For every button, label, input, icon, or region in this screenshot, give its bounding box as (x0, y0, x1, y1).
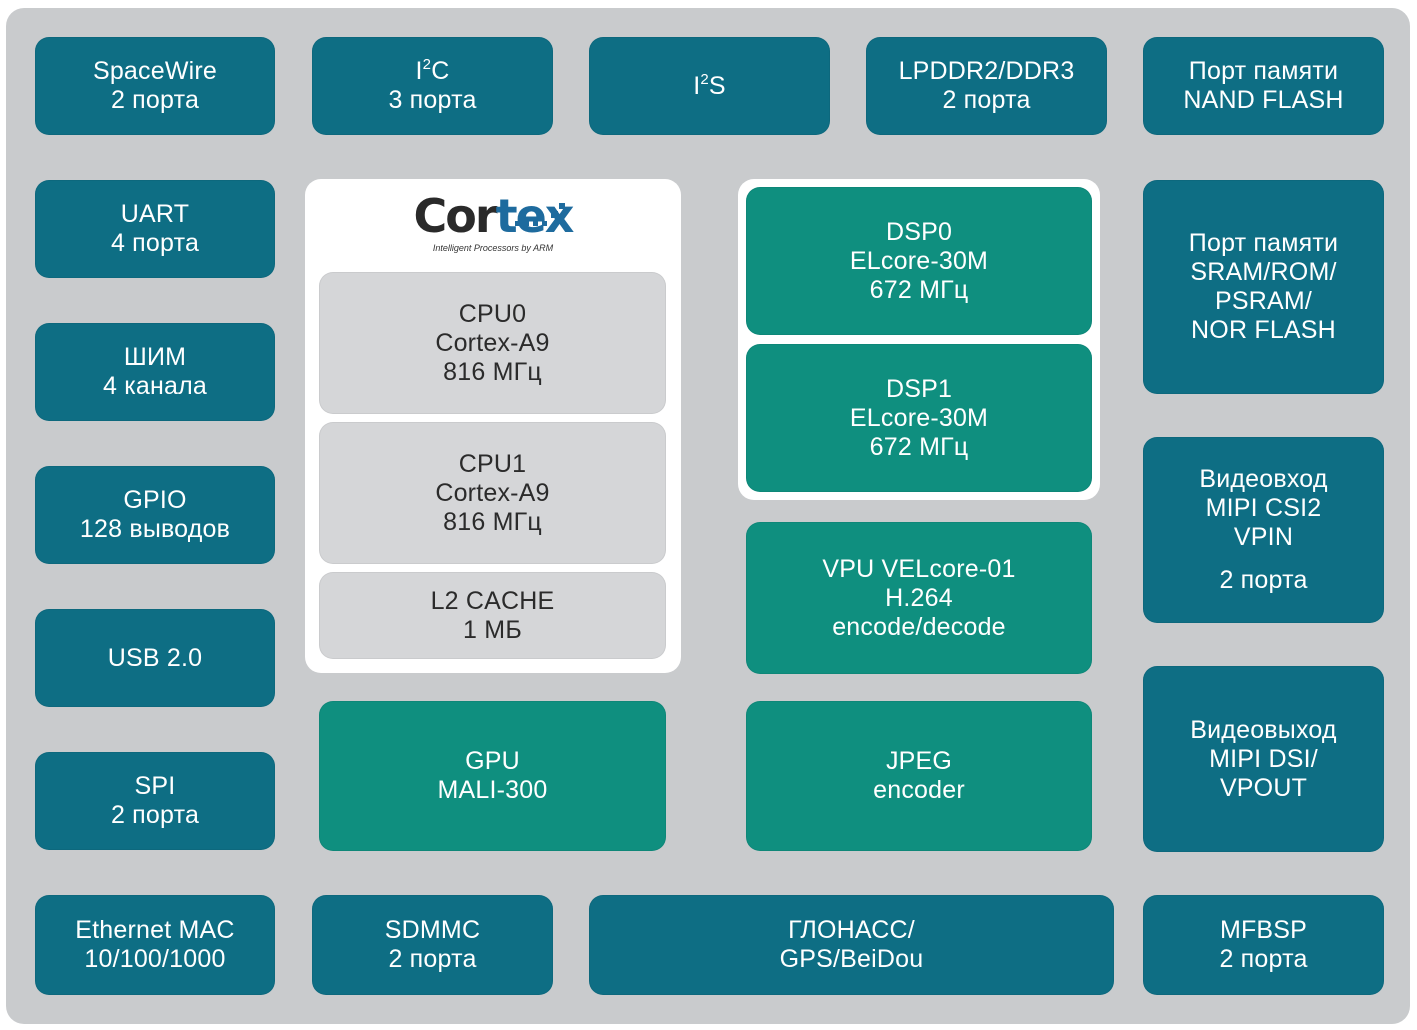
video-out-port: VPOUT (1219, 773, 1308, 802)
dsp1-frequency: 672 МГц (869, 432, 969, 461)
l2-cache-block: L2 CACHE 1 МБ (319, 572, 666, 659)
dsp0-block: DSP0 ELcore-30M 672 МГц (746, 187, 1092, 335)
gpio-block: GPIO 128 выводов (35, 466, 275, 564)
cpu0-title: CPU0 (458, 299, 527, 328)
vpu-codec: H.264 (885, 583, 953, 612)
usb-block: USB 2.0 (35, 609, 275, 707)
dsp-cluster: DSP0 ELcore-30M 672 МГц DSP1 ELcore-30M … (738, 179, 1100, 500)
cpu0-core: Cortex-A9 (435, 328, 550, 357)
uart-ports: 4 порта (110, 229, 200, 257)
dsp1-title: DSP1 (885, 374, 953, 403)
pwm-block: ШИМ 4 канала (35, 323, 275, 421)
cortex-logo-subtitle: Intelligent Processors by ARM (432, 243, 554, 253)
dsp1-core: ELcore-30M (849, 403, 989, 432)
nand-port-block: Порт памяти NAND FLASH (1143, 37, 1384, 135)
mfbsp-ports: 2 порта (1219, 945, 1308, 973)
l2-cache-title: L2 CACHE (430, 586, 555, 615)
gpu-model: MALI-300 (437, 776, 548, 804)
vpu-block: VPU VELcore-01 H.264 encode/decode (746, 522, 1092, 674)
video-out-interface: MIPI DSI/ (1209, 744, 1318, 773)
spacewire-title: SpaceWire (92, 57, 218, 85)
sram-port-type-1: SRAM/ROM/ (1190, 258, 1337, 286)
pwm-channels: 4 канала (102, 372, 208, 400)
dsp1-block: DSP1 ELcore-30M 672 МГц (746, 344, 1092, 492)
video-in-interface: MIPI CSI2 (1205, 494, 1322, 522)
gpio-title: GPIO (123, 486, 187, 514)
lpddr-ports: 2 порта (942, 86, 1031, 114)
i2s-title: I2S (693, 72, 726, 101)
dsp0-title: DSP0 (885, 217, 953, 246)
uart-block: UART 4 порта (35, 180, 275, 278)
gpu-title: GPU (465, 747, 520, 775)
gpio-pins: 128 выводов (79, 515, 231, 543)
lpddr-block: LPDDR2/DDR3 2 порта (866, 37, 1107, 135)
sram-port-title: Порт памяти (1188, 229, 1339, 257)
video-out-block: Видеовыход MIPI DSI/ VPOUT (1143, 666, 1384, 852)
cpu1-frequency: 816 МГц (443, 507, 542, 536)
pwm-title: ШИМ (123, 343, 187, 371)
nand-port-type: NAND FLASH (1183, 86, 1344, 114)
cpu0-frequency: 816 МГц (443, 357, 542, 386)
i2c-block: I2C 3 порта (312, 37, 553, 135)
spi-ports: 2 порта (110, 801, 200, 829)
usb-title: USB 2.0 (107, 643, 203, 672)
ethernet-title: Ethernet MAC (75, 916, 235, 944)
i2s-base: I (693, 71, 701, 100)
soc-board: SpaceWire 2 порта UART 4 порта ШИМ 4 кан… (6, 8, 1410, 1024)
cpu1-block: CPU1 Cortex-A9 816 МГц (319, 422, 666, 564)
sdmmc-ports: 2 порта (388, 945, 477, 973)
i2c-rest: C (431, 57, 450, 85)
cpu1-core: Cortex-A9 (435, 478, 550, 507)
cortex-cluster: Cortex Intelligent Processors by ARM CPU… (305, 179, 681, 673)
i2s-block: I2S (589, 37, 830, 135)
jpeg-title: JPEG (885, 747, 953, 775)
video-in-port: VPIN (1233, 523, 1294, 551)
vpu-title: VPU VELcore-01 (822, 554, 1016, 583)
glonass-block: ГЛОНАСС/ GPS/BeiDou (589, 895, 1114, 995)
mfbsp-block: MFBSP 2 порта (1143, 895, 1384, 995)
i2s-rest: S (708, 71, 726, 100)
dsp0-frequency: 672 МГц (869, 275, 969, 304)
sram-port-type-2: PSRAM/ (1214, 287, 1313, 315)
cpu0-block: CPU0 Cortex-A9 816 МГц (319, 272, 666, 414)
dsp0-core: ELcore-30M (849, 246, 989, 275)
nand-port-title: Порт памяти (1188, 57, 1339, 85)
i2c-superscript: 2 (422, 56, 432, 73)
jpeg-block: JPEG encoder (746, 701, 1092, 851)
ethernet-speeds: 10/100/1000 (84, 945, 226, 973)
sdmmc-block: SDMMC 2 порта (312, 895, 553, 995)
cpu1-title: CPU1 (458, 449, 527, 478)
i2c-ports: 3 порта (388, 86, 477, 114)
cortex-logo-wordmark: Cortex (305, 191, 681, 241)
spi-title: SPI (134, 772, 176, 800)
spacewire-block: SpaceWire 2 порта (35, 37, 275, 135)
cortex-logo-text: Cortex (413, 189, 575, 243)
l2-cache-size: 1 МБ (463, 615, 522, 644)
jpeg-mode: encoder (873, 776, 965, 804)
i2s-superscript: 2 (700, 70, 709, 88)
sram-port-block: Порт памяти SRAM/ROM/ PSRAM/ NOR FLASH (1143, 180, 1384, 394)
video-in-title: Видеовход (1199, 465, 1328, 493)
mfbsp-title: MFBSP (1219, 916, 1308, 944)
lpddr-title: LPDDR2/DDR3 (898, 57, 1075, 85)
spacewire-ports: 2 порта (110, 86, 200, 114)
gpu-block: GPU MALI-300 (319, 701, 666, 851)
sram-port-type-3: NOR FLASH (1191, 316, 1336, 344)
vpu-mode: encode/decode (832, 612, 1006, 641)
cortex-logo: Cortex Intelligent Processors by ARM (305, 191, 681, 253)
spi-block: SPI 2 порта (35, 752, 275, 850)
sdmmc-title: SDMMC (384, 916, 481, 944)
glonass-systems: GPS/BeiDou (779, 945, 924, 973)
i2c-base: I (415, 57, 423, 85)
video-in-ports: 2 порта (1219, 566, 1308, 594)
video-out-title: Видеовыход (1190, 715, 1337, 744)
uart-title: UART (120, 200, 190, 228)
ethernet-block: Ethernet MAC 10/100/1000 (35, 895, 275, 995)
i2c-title: I2C (416, 57, 450, 86)
glonass-title: ГЛОНАСС/ (788, 916, 915, 944)
video-in-block: Видеовход MIPI CSI2 VPIN 2 порта (1143, 437, 1384, 623)
